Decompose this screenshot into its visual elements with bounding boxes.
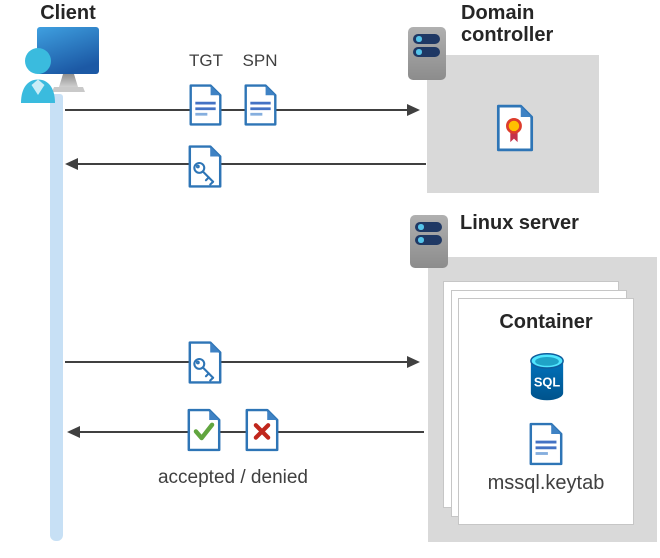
client-lifeline <box>50 94 63 541</box>
tgt-label: TGT <box>189 51 223 70</box>
arrowhead-right-tgt-request <box>407 103 420 116</box>
arrow-line-ticket-response <box>78 163 426 165</box>
domain-controller-title: Domain controller <box>461 2 554 46</box>
linux-server-icon <box>410 215 448 268</box>
keytab-filename-label: mssql.keytab <box>487 472 605 494</box>
check-icon <box>193 422 215 441</box>
keytab-document-icon <box>529 422 563 466</box>
container-title: Container <box>499 311 593 333</box>
arrowhead-left-auth-result <box>67 425 80 438</box>
server-bar-icon <box>413 34 440 44</box>
denied-document-icon <box>245 408 279 452</box>
container-card-front: Container SQL mssql.keytab <box>458 298 634 525</box>
linux-server-title: Linux server <box>460 212 579 234</box>
cross-icon <box>253 423 271 440</box>
spn-label: SPN <box>242 51 278 70</box>
server-bar-icon <box>413 47 440 57</box>
server-led-icon <box>416 49 422 55</box>
key-ticket-document-icon <box>188 341 222 384</box>
client-workstation-icon <box>21 27 99 103</box>
person-icon <box>21 48 55 103</box>
arrow-line-tgt-request <box>65 109 409 111</box>
server-led-icon <box>416 36 422 42</box>
sql-text-label: SQL <box>534 375 561 390</box>
tgt-document-icon <box>189 84 222 126</box>
server-led-icon <box>418 224 424 230</box>
client-label: Client <box>40 2 96 24</box>
server-bar-icon <box>415 235 442 245</box>
spn-document-icon <box>244 84 277 126</box>
key-ticket-document-icon <box>188 145 222 188</box>
server-led-icon <box>418 237 424 243</box>
monitor-icon <box>37 27 99 92</box>
arrowhead-right-ticket-to-sql <box>407 355 420 368</box>
sql-database-icon: SQL <box>530 352 564 401</box>
arrowhead-left-ticket-response <box>65 157 78 170</box>
key-icon <box>193 357 215 382</box>
accepted-document-icon <box>187 408 221 452</box>
accepted-denied-label: accepted / denied <box>157 467 308 488</box>
certificate-document-icon <box>496 104 534 152</box>
key-icon <box>193 161 215 186</box>
domain-controller-server-icon <box>408 27 446 80</box>
server-bar-icon <box>415 222 442 232</box>
rosette-seal-icon <box>506 117 522 143</box>
arrow-line-ticket-to-sql <box>65 361 409 363</box>
